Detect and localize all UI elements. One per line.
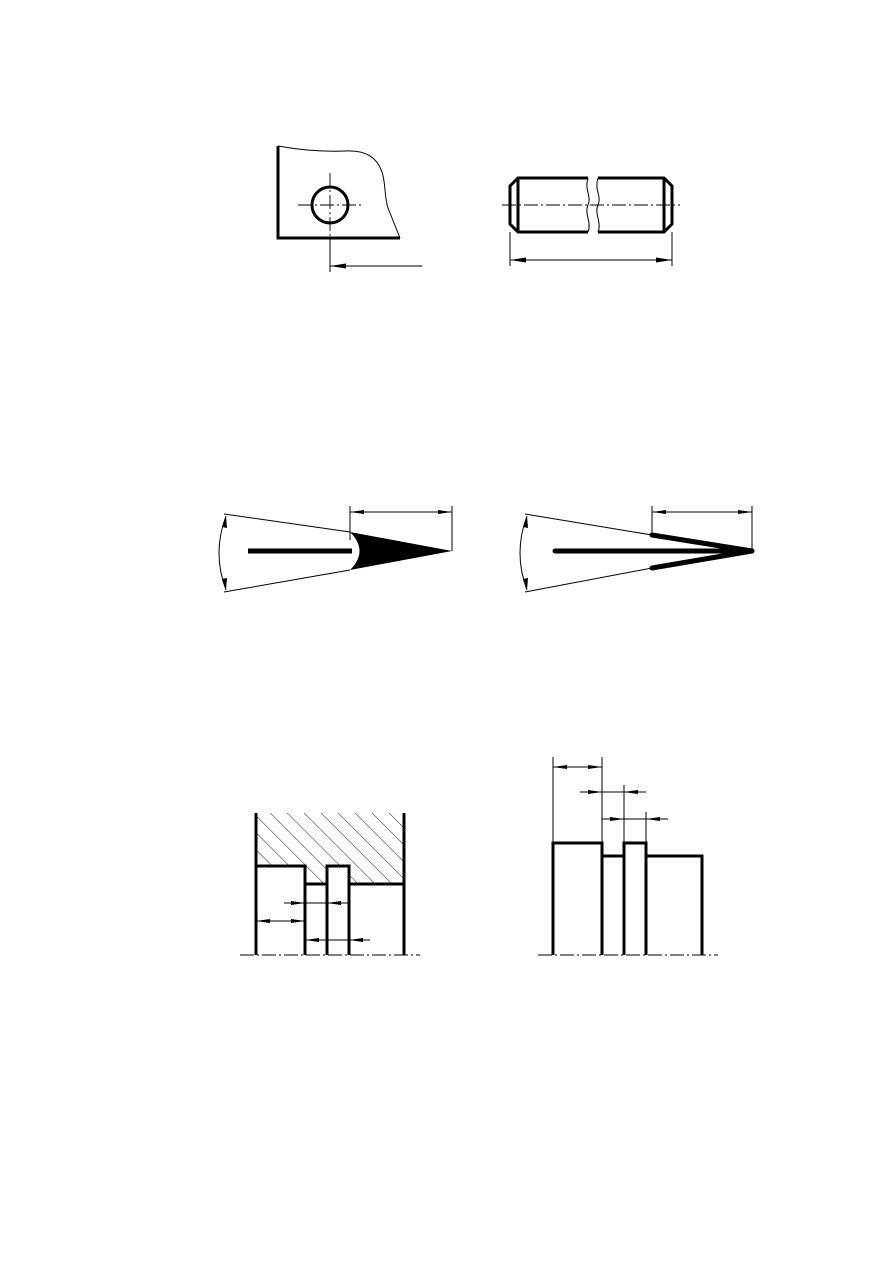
pin-break-line-left xyxy=(586,177,590,233)
filled-arrow-construction-line-bottom xyxy=(223,569,351,593)
filled-arrow-dimension-arrowhead-right xyxy=(438,510,452,514)
shaft-dim1-arrowhead-right xyxy=(588,765,602,769)
section-dim2-arrowhead-left xyxy=(291,901,305,905)
section-profile-outline xyxy=(254,864,406,955)
pin-dimension-arrowhead-right xyxy=(656,257,672,263)
section-dim3-arrowhead-right xyxy=(349,938,363,942)
open-arrow-dimension-arrowhead-right xyxy=(738,510,752,514)
plate-outline xyxy=(276,146,400,240)
filled-arrow-angle-arrowhead-top xyxy=(222,516,227,528)
grooved-section-figure xyxy=(240,813,420,956)
shaft-dim3-arrowhead-right xyxy=(646,817,660,821)
pin-right-outline xyxy=(598,176,674,234)
shaft-profile-outline xyxy=(551,841,704,955)
plate-break-line xyxy=(277,145,401,239)
section-dim2-arrowhead-right xyxy=(327,901,341,905)
open-arrow-dimension-arrowhead-left xyxy=(652,510,666,514)
shaft-dim1-arrowhead-left xyxy=(553,765,567,769)
section-dim3-arrowhead-left xyxy=(305,938,319,942)
open-arrow-angle-arrowhead-top xyxy=(523,516,528,528)
open-arrowhead-barb-top xyxy=(649,532,755,554)
filled-arrowhead-figure xyxy=(218,506,453,593)
shaft-dim2-arrowhead-left xyxy=(588,790,602,794)
open-arrowhead-figure xyxy=(519,506,755,593)
filled-arrow-angle-arrowhead-bottom xyxy=(222,578,227,590)
plate-with-hole-figure xyxy=(276,145,422,272)
hole-dimension-arrowhead xyxy=(330,263,346,269)
stepped-shaft-figure xyxy=(538,757,718,956)
open-arrow-construction-line-top xyxy=(524,513,653,536)
pin-dimension-arrowhead-left xyxy=(510,257,526,263)
shaft-dim2-arrowhead-right xyxy=(624,790,638,794)
filled-arrow-construction-line-top xyxy=(223,513,351,533)
open-arrowhead-barb-bottom xyxy=(649,548,755,571)
open-arrow-angle-arrowhead-bottom xyxy=(523,578,528,590)
section-dim1-arrowhead-right xyxy=(291,919,305,923)
shaft-dim3-arrowhead-left xyxy=(610,817,624,821)
filled-arrow-dimension-arrowhead-left xyxy=(350,510,364,514)
section-dim1-arrowhead-left xyxy=(256,919,270,923)
open-arrow-construction-line-bottom xyxy=(524,567,653,593)
filled-arrowhead-shape xyxy=(350,532,452,570)
section-hatch-area xyxy=(256,813,404,884)
chamfered-pin-figure xyxy=(502,176,680,266)
